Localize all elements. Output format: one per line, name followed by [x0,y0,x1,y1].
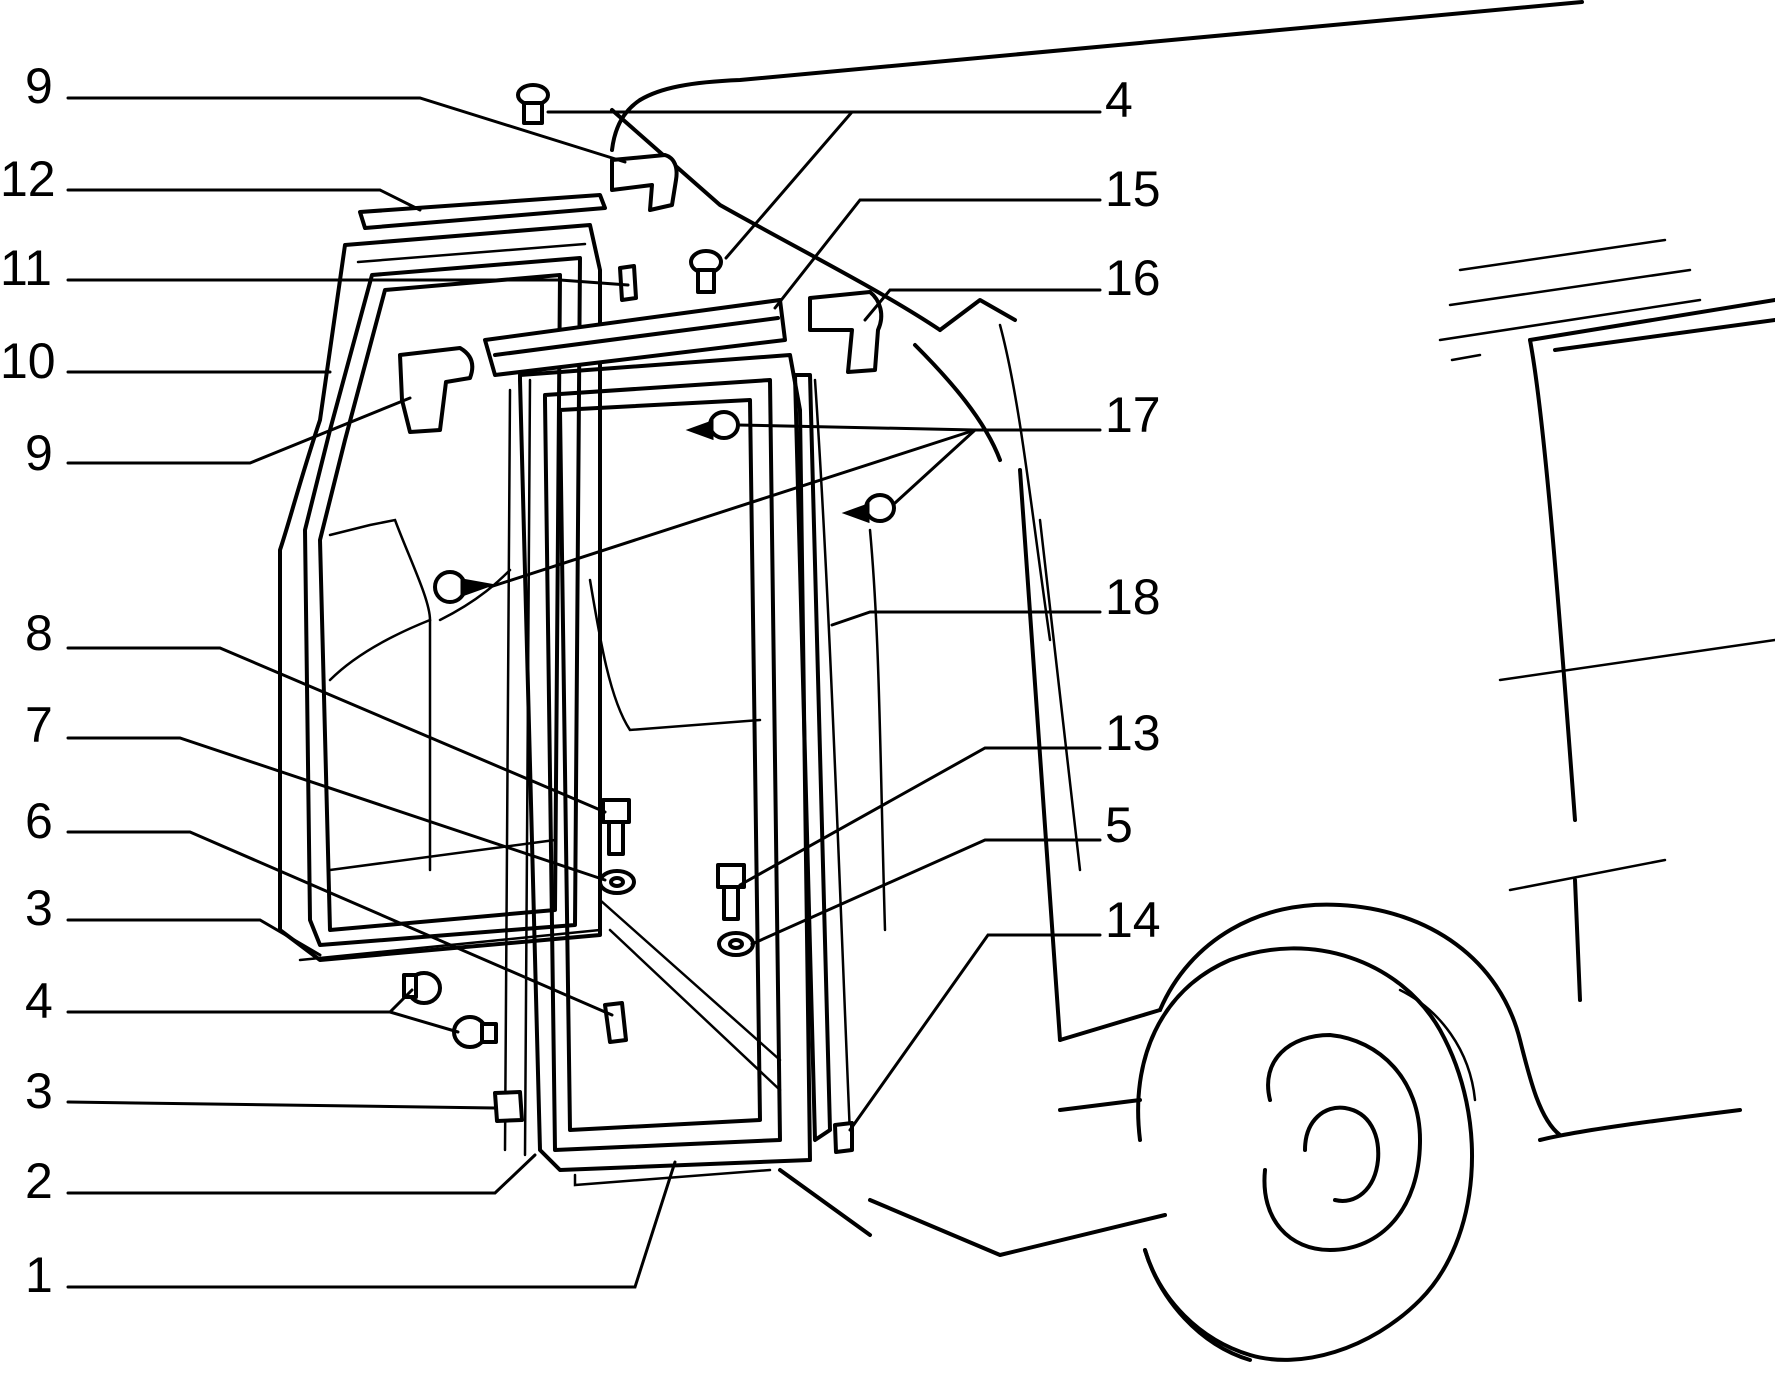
leader-14 [848,933,1102,1132]
part-17-screw-left [433,570,496,604]
leader-lines [66,96,1102,1289]
callout-5: 5 [1105,797,1133,853]
part-7-washer [598,869,636,895]
callout-9-upper: 9 [25,58,53,114]
callout-12: 12 [0,151,56,207]
callout-1: 1 [25,1247,53,1303]
callout-4-upper: 4 [1105,72,1133,128]
leader-17b [893,428,977,505]
part-16-corner-bracket [808,290,884,374]
part-5-washer [717,931,755,957]
callout-14: 14 [1105,892,1161,948]
part-9-upper-corner-bracket [610,153,679,212]
part-17-screw-upper [685,410,740,441]
leader-5 [750,838,1102,946]
leader-8 [66,646,607,814]
part-4-top-screw [516,83,550,125]
part-8-bolt [601,798,631,856]
callout-7: 7 [25,697,53,753]
leader-9a [66,96,627,164]
leader-12 [66,188,422,212]
part-12-top-rail [358,193,607,230]
leader-18 [830,610,1102,627]
leader-17c [488,428,977,589]
leader-17 [736,423,1102,432]
leader-1 [66,1160,677,1289]
part-15-top-channel [483,298,787,377]
callout-15: 15 [1105,161,1161,217]
leader-3b [66,1100,497,1110]
callout-3-upper: 3 [25,880,53,936]
leader-4b [724,110,1102,260]
part-4-lower-screw-b [452,1015,498,1049]
callout-4-lower: 4 [25,973,53,1029]
callout-18: 18 [1105,569,1161,625]
leader-4a [66,988,414,1014]
callout-11: 11 [0,240,52,296]
leader-7 [66,736,607,882]
leader-2 [66,1153,537,1195]
part-4-lower-screw-a [402,971,442,1005]
leader-16 [863,288,1102,322]
part-11-clip [618,264,638,302]
part-9-lower-corner-bracket [398,346,475,434]
callout-10: 10 [0,333,56,389]
callout-9-lower: 9 [25,425,53,481]
part-17-screw-right [841,493,896,524]
leader-15 [773,198,1102,310]
callout-13: 13 [1105,705,1161,761]
callout-6: 6 [25,793,53,849]
callout-16: 16 [1105,250,1161,306]
leader-13 [738,746,1102,887]
leader-11 [66,278,630,287]
part-6-clip [603,1001,628,1044]
callout-8: 8 [25,605,53,661]
part-3-lower-bracket [493,1090,524,1123]
part-13-bolt [716,863,746,921]
leader-9b [66,396,412,465]
part-14-clip [833,1121,854,1154]
callout-3-lower: 3 [25,1063,53,1119]
part-18-vertical-seal-strip [793,373,852,1142]
leader-6 [66,830,614,1017]
centre-door-frame [503,353,812,1187]
leader-3a [66,918,322,957]
van-body-outline [610,0,1775,1362]
callout-numbers: 9 12 11 10 9 8 7 6 3 4 3 2 1 4 15 16 17 … [0,58,1161,1303]
callout-17: 17 [1105,387,1161,443]
part-4-mid-screw [689,249,723,294]
callout-2: 2 [25,1153,53,1209]
leader-4a2 [388,1010,460,1034]
